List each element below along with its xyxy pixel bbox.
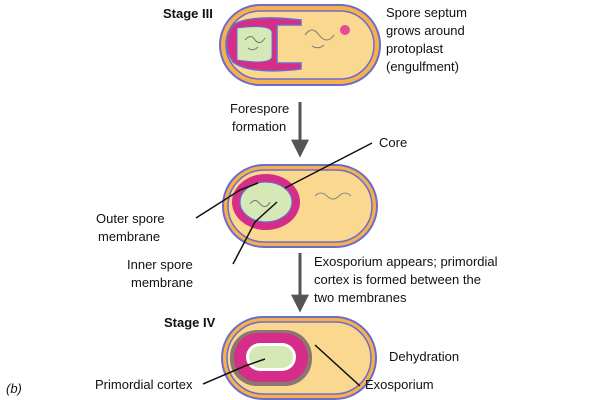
forespore-nucleoid <box>236 26 273 63</box>
stage-iii-description-line-2: grows around <box>386 23 465 38</box>
primordial-cortex-leader-line <box>202 358 266 385</box>
stage-iii-title: Stage III <box>163 6 213 21</box>
panel-label: (b) <box>6 381 22 396</box>
forespore-transition-label-line-1: Forespore <box>230 101 290 116</box>
stage-iv-cell <box>221 316 377 400</box>
exosporium-transition-label-line-3: two membranes <box>314 290 407 305</box>
primordial-cortex-label: Primordial cortex <box>95 377 193 392</box>
outer-spore-membrane-label-line-1: Outer spore <box>96 211 165 226</box>
stage-iv-title: Stage IV <box>164 315 216 330</box>
inner-spore-membrane-label-line-2: membrane <box>131 275 194 290</box>
inner-membrane-leader-line <box>232 201 278 265</box>
stage-iv-core <box>249 346 293 368</box>
stage-iii-description-line-1: Spore septum <box>386 5 467 20</box>
dehydration-label: Dehydration <box>389 349 460 364</box>
exosporium-label: Exosporium <box>365 377 434 392</box>
stage-iii-description-line-4: (engulfment) <box>386 59 459 74</box>
exosporium-leader-line <box>314 344 361 387</box>
outer-membrane-leader-line <box>195 182 259 219</box>
mother-cell-dot <box>340 25 350 35</box>
exosporium-transition-label-line-1: Exosporium appears; primordial <box>314 254 498 269</box>
spore-core <box>239 181 293 223</box>
inner-spore-membrane-label-line-1: Inner spore <box>127 257 193 272</box>
core-label: Core <box>379 135 408 150</box>
stage-iii-description-line-3: protoplast <box>386 41 444 56</box>
outer-spore-membrane-label-line-2: membrane <box>98 229 161 244</box>
forespore-cell <box>222 164 378 248</box>
exosporium-transition-label-line-2: cortex is formed between the <box>314 272 481 287</box>
stage-iii-cell <box>219 4 381 86</box>
forespore-transition-label-line-2: formation <box>232 119 287 134</box>
core-leader-line <box>284 142 373 189</box>
